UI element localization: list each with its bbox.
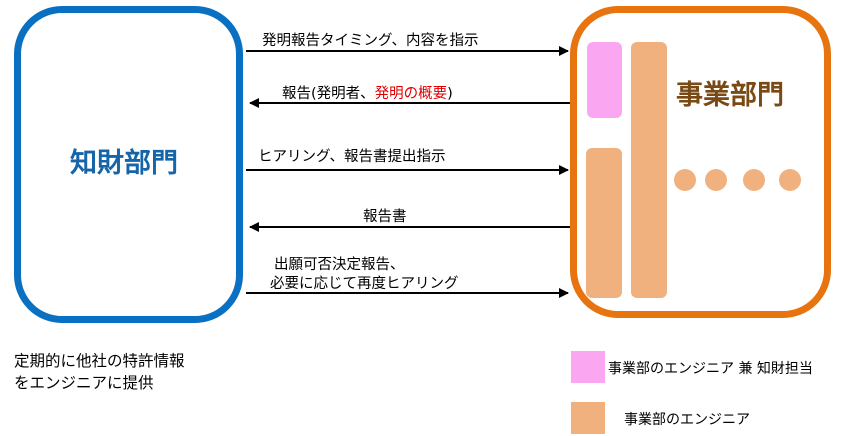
ellipsis-dot <box>705 169 727 191</box>
legend-swatch-engineer-ip <box>571 351 605 383</box>
flow-label-5-line2: 必要に応じて再度ヒアリング <box>270 276 459 292</box>
engineer-bar <box>586 148 622 298</box>
business-department-title: 事業部門 <box>676 80 784 111</box>
ip-department-box <box>14 6 243 323</box>
flow-label-2-highlight: 発明の概要 <box>374 86 448 102</box>
flow-label-4: 報告書 <box>363 209 407 225</box>
ellipsis-dot <box>674 169 696 191</box>
ellipsis-dot <box>779 169 801 191</box>
legend-label-engineer: 事業部のエンジニア <box>624 412 750 428</box>
flow-label-5-line1: 出願可否決定報告、 <box>274 257 405 273</box>
engineer-ip-bar <box>587 42 622 118</box>
ellipsis-dot <box>743 169 765 191</box>
flow-label-2: 報告(発明者、発明の概要) <box>282 86 453 102</box>
ip-note-line1: 定期的に他社の特許情報 <box>14 352 185 370</box>
legend-label-engineer-ip: 事業部のエンジニア 兼 知財担当 <box>608 361 813 377</box>
flow-label-1: 発明報告タイミング、内容を指示 <box>262 33 479 49</box>
engineer-bar-tall <box>631 42 667 298</box>
ip-department-title: 知財部門 <box>70 148 178 179</box>
legend-swatch-engineer <box>571 402 605 434</box>
flow-label-3: ヒアリング、報告書提出指示 <box>258 149 446 165</box>
ip-note-line2: をエンジニアに提供 <box>14 374 154 392</box>
